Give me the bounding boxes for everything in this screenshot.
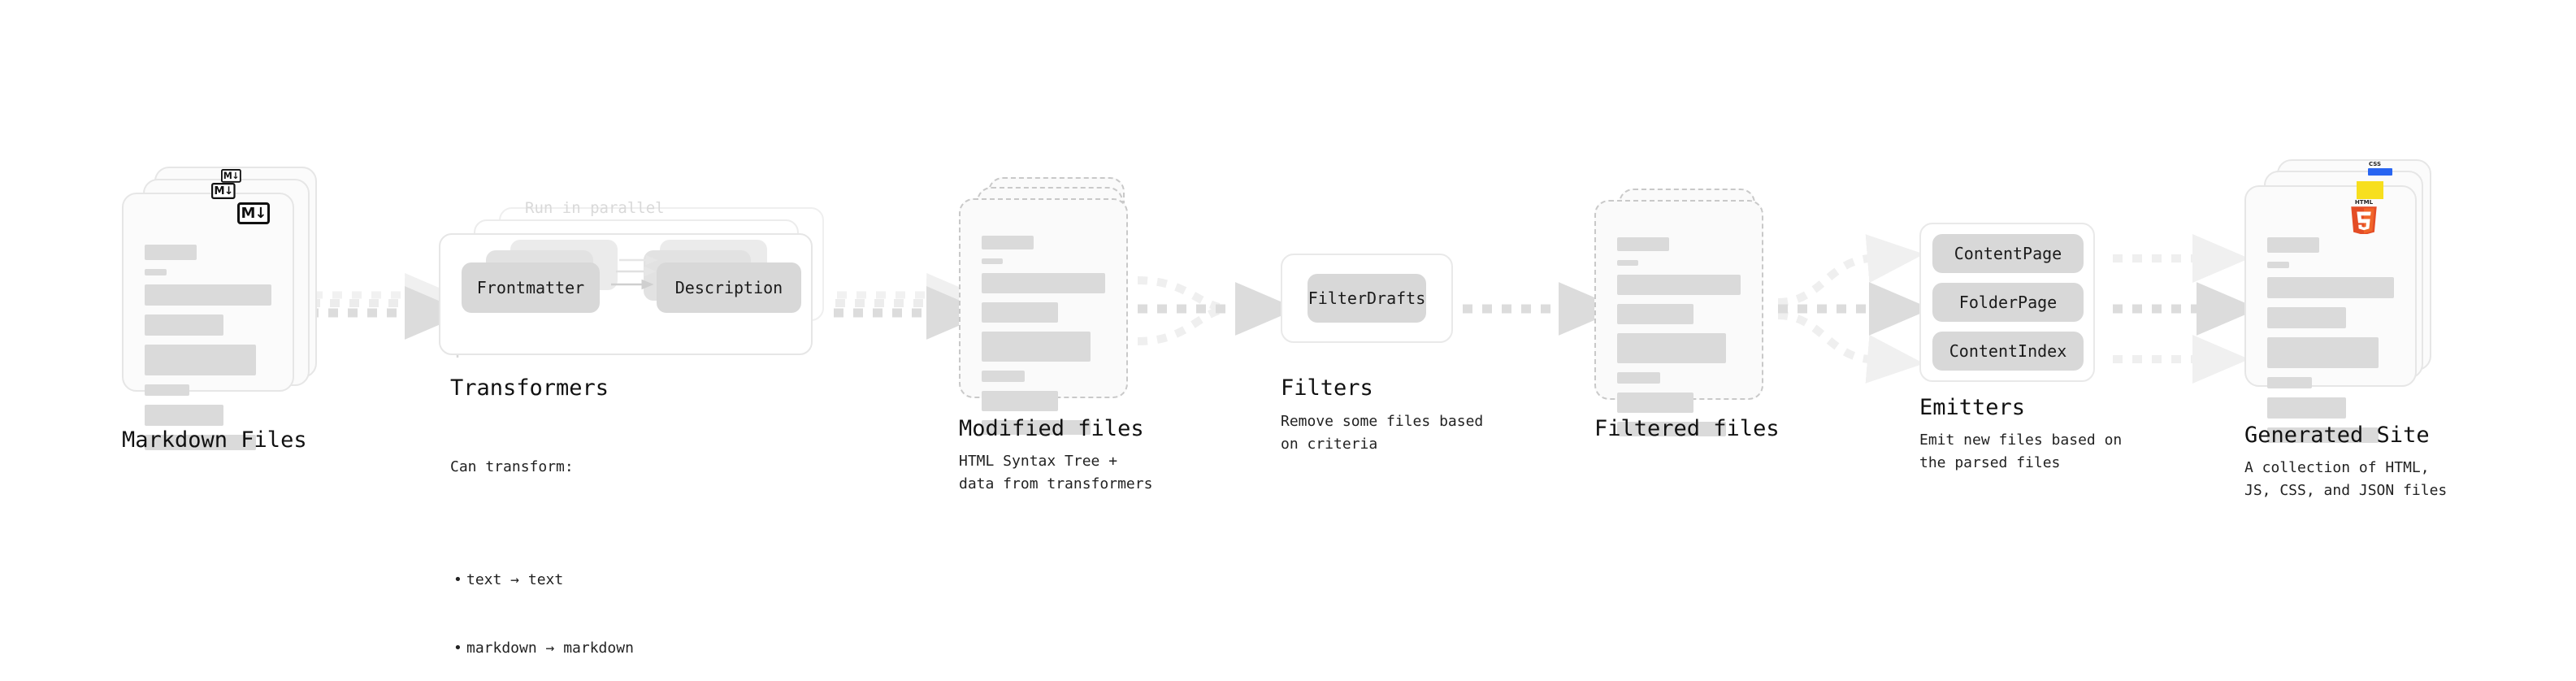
markdown-badge-front: M↓ [237, 202, 270, 224]
chip-contentpage[interactable]: ContentPage [1932, 234, 2084, 273]
stage-transformers: Frontmatter Description [439, 207, 845, 362]
file-card-front [122, 193, 294, 450]
placeholder-lines [1617, 237, 1741, 445]
transformers-capability-list: text → text markdown → markdown html → h… [450, 523, 634, 681]
filtered-card-front [1594, 200, 1763, 436]
stage-markdown-files: M↓ M↓ M↓ [122, 167, 333, 450]
transform-item-text: text → text [450, 569, 634, 592]
run-in-parallel-label: Run in parallel [525, 199, 665, 217]
stage-subtitle-modified-files: HTML Syntax Tree + data from transformer… [959, 453, 1153, 492]
chip-frontmatter[interactable]: Frontmatter [462, 262, 600, 313]
chip-folderpage[interactable]: FolderPage [1932, 283, 2084, 322]
stage-title-transformers: Transformers [450, 375, 609, 401]
stage-modified-files [959, 177, 1154, 435]
stage-emitters: ContentPage FolderPage ContentIndex [1919, 223, 2114, 401]
stage-title-generated-site: Generated Site [2244, 423, 2430, 448]
modified-card-front [959, 198, 1128, 435]
markdown-badge-back: M↓ [221, 169, 241, 183]
stage-filters: FilterDrafts [1281, 254, 1459, 351]
html5-badge: HTML [2348, 198, 2379, 236]
stage-title-markdown-files: Markdown Files [122, 427, 307, 453]
stage-title-emitters: Emitters [1919, 395, 2026, 420]
arrow-emitters-to-site [2113, 234, 2259, 384]
stage-generated-site: CSS HTML [2244, 159, 2456, 443]
site-card-front [2244, 185, 2417, 443]
transformer-inner-arrows [611, 254, 658, 290]
arrow-filtered-to-emitters [1777, 234, 1932, 384]
chip-contentindex[interactable]: ContentIndex [1932, 332, 2084, 371]
stage-subtitle-filters: Remove some files based on criteria [1281, 413, 1484, 453]
stage-title-filters: Filters [1281, 375, 1373, 401]
chip-filterdrafts[interactable]: FilterDrafts [1308, 274, 1426, 323]
placeholder-lines [145, 245, 271, 459]
transform-item-markdown: markdown → markdown [450, 637, 634, 660]
placeholder-lines [2267, 237, 2394, 452]
stage-subtitle-emitters: Emit new files based on the parsed files [1919, 432, 2123, 471]
transformers-sub-heading: Can transform: [450, 458, 574, 475]
arrow-transformers-to-modified [834, 273, 989, 340]
stage-filtered-files [1594, 189, 1789, 436]
chip-description[interactable]: Description [657, 262, 801, 313]
stage-subtitle-transformers: Can transform: text → text markdown → ma… [450, 410, 634, 681]
stage-title-modified-files: Modified files [959, 416, 1144, 441]
stage-title-filtered-files: Filtered files [1594, 416, 1780, 441]
css3-badge: CSS [2368, 161, 2392, 176]
markdown-badge-mid: M↓ [211, 183, 236, 199]
placeholder-lines [982, 236, 1105, 444]
css3-badge-label: CSS [2369, 161, 2382, 167]
javascript-badge [2357, 181, 2383, 199]
svg-text:HTML: HTML [2355, 198, 2374, 206]
stage-subtitle-generated-site: A collection of HTML, JS, CSS, and JSON … [2244, 459, 2448, 499]
